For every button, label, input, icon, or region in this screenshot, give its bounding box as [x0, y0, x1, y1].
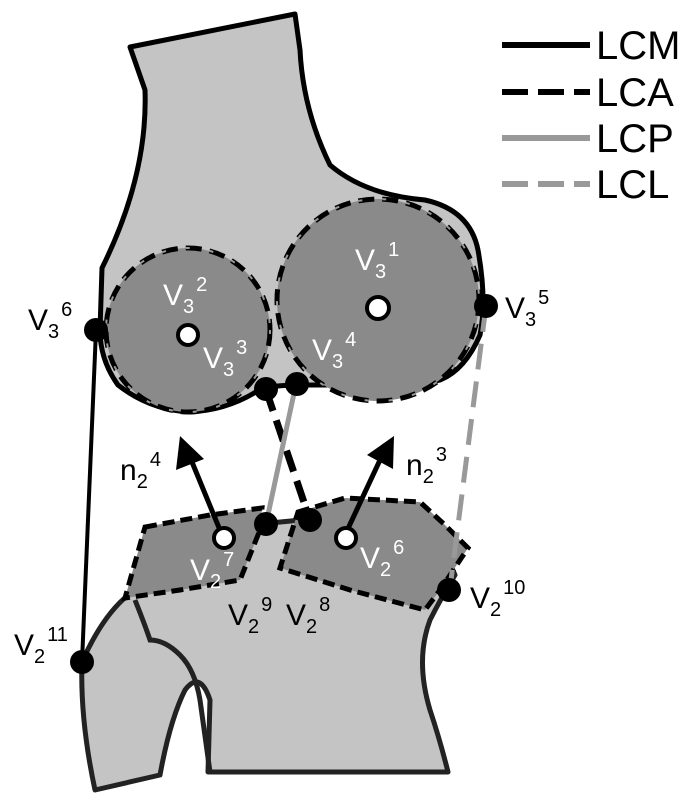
legend-item-lcm: LCM — [502, 24, 680, 68]
ligament-lcm — [82, 330, 96, 662]
center-v2-6 — [336, 528, 356, 548]
label-v2-10: V210 — [470, 577, 525, 621]
legend-item-lcl: LCL — [502, 163, 669, 207]
legend-label-lcl: LCL — [596, 163, 669, 207]
center-v3-2 — [178, 325, 198, 345]
legend-label-lcm: LCM — [596, 24, 680, 68]
label-n2-3: n23 — [406, 444, 447, 488]
point-v2-10 — [437, 578, 461, 602]
point-v2-11 — [70, 650, 94, 674]
point-v2-8 — [298, 508, 322, 532]
legend: LCM LCA LCP LCL — [502, 24, 680, 207]
legend-item-lca: LCA — [502, 71, 674, 115]
legend-label-lca: LCA — [596, 71, 674, 115]
label-v3-5: V35 — [505, 287, 549, 331]
center-v2-7 — [214, 528, 234, 548]
point-v3-3 — [254, 377, 278, 401]
legend-item-lcp: LCP — [502, 117, 674, 161]
center-v3-1 — [367, 297, 389, 319]
label-n2-4: n24 — [120, 449, 161, 493]
label-v2-11: V211 — [14, 624, 68, 668]
point-v3-4 — [285, 372, 309, 396]
point-v3-5 — [474, 294, 498, 318]
point-v2-9 — [254, 512, 278, 536]
legend-label-lcp: LCP — [596, 117, 674, 161]
label-v3-6: V36 — [28, 299, 72, 343]
point-v3-6 — [84, 318, 108, 342]
